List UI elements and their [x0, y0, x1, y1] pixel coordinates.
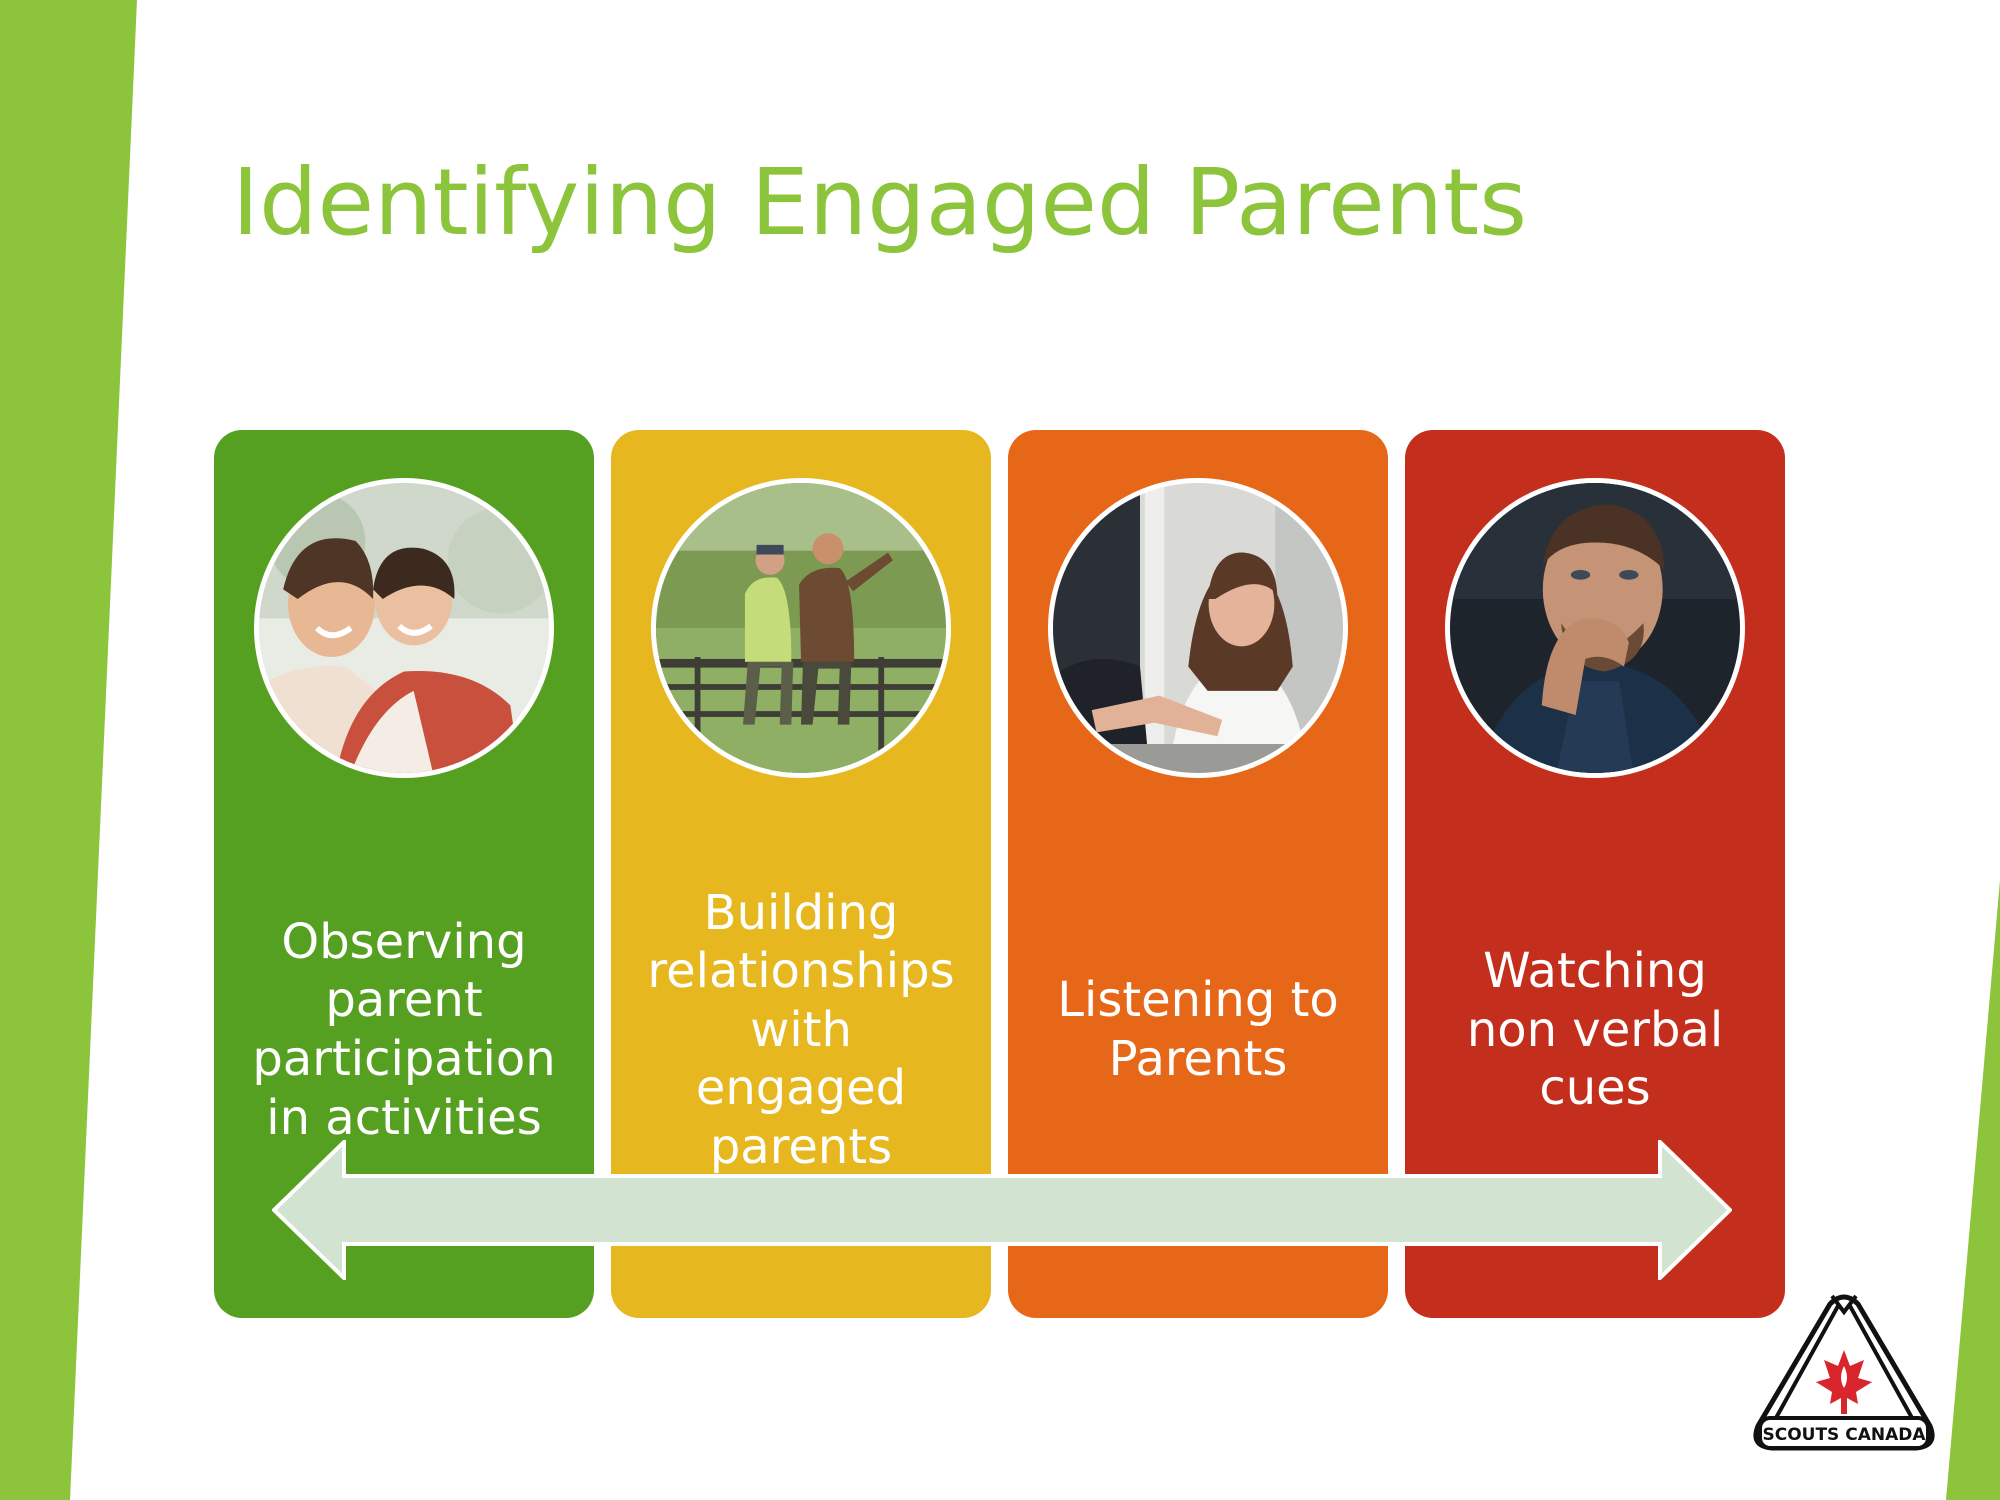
card-label: Building relationships with engaged pare…: [647, 884, 955, 1175]
card-building-relationships: Building relationships with engaged pare…: [611, 430, 991, 1318]
logo-text: SCOUTS CANADA: [1762, 1425, 1926, 1445]
page-title: Identifying Engaged Parents: [232, 149, 1528, 256]
thoughtful-man-photo: [1445, 478, 1745, 778]
card-label: Listening to Parents: [1057, 972, 1339, 1087]
card-label: Observing parent participation in activi…: [252, 913, 556, 1146]
two-men-on-fence-photo: [651, 478, 951, 778]
card-observing-participation: Observing parent participation in activi…: [214, 430, 594, 1318]
card-listening-to-parents: Listening to Parents: [1008, 430, 1388, 1318]
scouts-canada-logo: SCOUTS CANADA: [1753, 1294, 1935, 1451]
card-label: Watching non verbal cues: [1466, 943, 1724, 1117]
card-watching-nonverbal-cues: Watching non verbal cues: [1405, 430, 1785, 1318]
woman-in-meeting-photo: [1048, 478, 1348, 778]
double-headed-arrow: [272, 1140, 1732, 1280]
mother-and-daughter-photo: [254, 478, 554, 778]
